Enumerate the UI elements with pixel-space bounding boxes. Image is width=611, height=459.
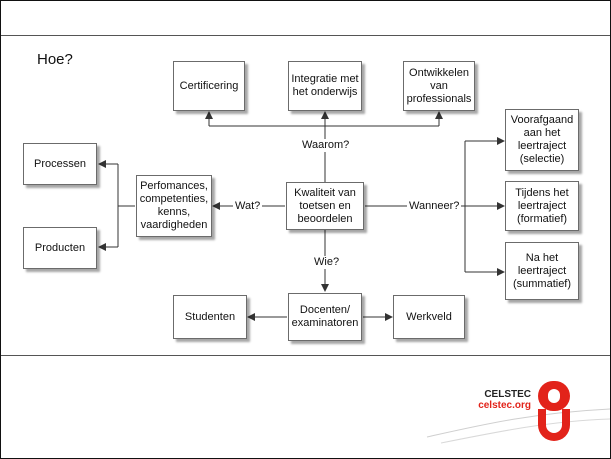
slide-heading: Hoe? [37, 51, 73, 68]
node-studenten: Studenten [173, 295, 247, 339]
node-center: Kwaliteit van toetsen en beoordelen [286, 182, 364, 230]
node-certificering: Certificering [173, 61, 245, 111]
edge-label-waarom: Waarom? [300, 139, 352, 152]
edge-label-wie: Wie? [312, 256, 342, 269]
node-perfomances: Perfomances, competenties, kenns, vaardi… [136, 175, 212, 237]
header-divider [1, 35, 610, 36]
node-na: Na het leertraject (summatief) [505, 242, 579, 300]
edge-label-wanneer: Wanneer? [407, 200, 462, 213]
node-integratie: Integratie met het onderwijs [288, 61, 362, 111]
footer-divider [1, 355, 610, 356]
node-processen: Processen [23, 143, 97, 185]
logo-name: CELSTEC [484, 389, 531, 400]
edge-label-wat: Wat? [233, 200, 263, 213]
node-voorafgaand: Voorafgaand aan het leertraject (selecti… [505, 109, 579, 171]
node-ontwikkelen: Ontwikkelen van professionals [403, 61, 475, 111]
celstec-logo: CELSTEC celstec.org [421, 373, 610, 458]
node-docenten: Docenten/ examinatoren [288, 293, 362, 341]
logo-mark-icon [538, 381, 570, 441]
node-werkveld: Werkveld [393, 295, 465, 339]
logo-url: celstec.org [478, 400, 531, 411]
node-producten: Producten [23, 227, 97, 269]
node-tijdens: Tijdens het leertraject (formatief) [505, 181, 579, 231]
logo-swoosh [426, 408, 610, 444]
